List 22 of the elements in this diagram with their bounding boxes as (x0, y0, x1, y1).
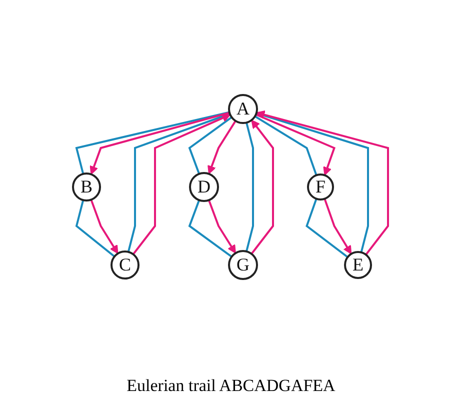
node-circle: A (228, 94, 258, 124)
caption: Eulerian trail ABCADGAFEA (126, 375, 336, 397)
arrow (324, 198, 352, 254)
arrow (208, 120, 237, 174)
node-circle: F (307, 173, 334, 200)
connector (256, 112, 370, 253)
node-circle: D (190, 172, 220, 202)
arrow (251, 120, 274, 254)
arrow (256, 110, 390, 256)
arrow (256, 114, 336, 176)
connector (188, 116, 233, 174)
connector (188, 200, 233, 258)
connector (246, 122, 254, 252)
connector (306, 198, 349, 258)
node-circle: C (111, 250, 140, 280)
arrow (90, 199, 119, 254)
node-circle: B (72, 172, 102, 202)
arrow (208, 200, 236, 254)
connector (254, 115, 318, 176)
node-circle: G (228, 250, 258, 280)
connector (76, 200, 116, 258)
node-circle: E (344, 250, 372, 279)
